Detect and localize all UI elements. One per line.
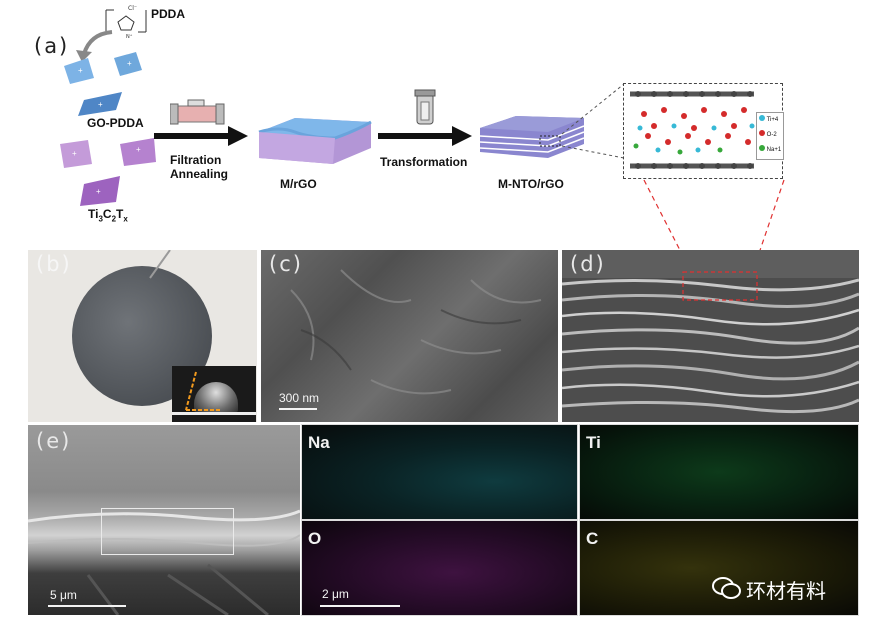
legend-na: Na+1 xyxy=(759,145,781,154)
m-rgo-label: M/rGO xyxy=(280,177,317,191)
wechat-icon xyxy=(712,577,741,599)
panel-c-label: (c) xyxy=(269,252,303,276)
eds-map-na: Na xyxy=(301,424,578,520)
svg-text:+: + xyxy=(96,187,101,196)
m-nto-rgo-film xyxy=(479,116,585,158)
eds-map-o: O 2 μm xyxy=(301,520,578,616)
panel-b: (b) xyxy=(28,250,257,422)
sem-texture-e xyxy=(28,509,300,615)
panel-d: (d) xyxy=(562,250,859,422)
eds-map-ti: Ti xyxy=(579,424,859,520)
map-ti-label: Ti xyxy=(586,433,601,452)
panel-b-label: (b) xyxy=(36,252,72,276)
scale-bar-e xyxy=(48,605,126,607)
step1-label: Filtration Annealing xyxy=(170,153,229,181)
svg-text:+: + xyxy=(72,149,77,158)
tweezer xyxy=(149,250,171,279)
structure-legend: Ti+4 O-2 Na+1 xyxy=(756,112,784,160)
pdda-molecule: Cl⁻ N⁺ xyxy=(105,5,147,40)
go-sheets: + + + xyxy=(64,52,142,116)
sem-texture-c xyxy=(290,269,542,395)
ti3c2tx-label: Ti3C2Tx xyxy=(88,207,128,224)
process-arrow-2 xyxy=(378,126,472,146)
sem-layers-d xyxy=(562,250,859,414)
m-nto-rgo-label: M-NTO/rGO xyxy=(498,177,564,191)
red-zoom-lines xyxy=(643,179,785,263)
scale-bar-c xyxy=(279,408,317,410)
map-o-label: O xyxy=(308,529,322,548)
svg-text:Cl⁻: Cl⁻ xyxy=(128,5,137,12)
m-rgo-film xyxy=(258,118,372,164)
panel-c: (c) 300 nm xyxy=(261,250,558,422)
scale-bar-maps xyxy=(320,605,400,607)
autoclave-icon xyxy=(414,89,436,125)
filtration-device-icon xyxy=(170,99,225,125)
scale-label-maps: 2 μm xyxy=(322,587,349,601)
mxene-sheets: + + + xyxy=(60,138,156,206)
contact-angle-inset xyxy=(172,366,256,422)
legend-o: O-2 xyxy=(759,130,781,139)
eds-region-box xyxy=(101,508,234,555)
step2-label: Transformation xyxy=(380,155,468,169)
map-na-label: Na xyxy=(308,433,330,452)
crystal-structure-box: Ti+4 O-2 Na+1 xyxy=(623,83,784,179)
pdda-label: PDDA xyxy=(151,7,186,21)
scale-label-e: 5 μm xyxy=(50,588,77,602)
panel-a-label: (a) xyxy=(34,34,70,58)
watermark-text: 环材有料 xyxy=(746,579,826,603)
panel-e: (e) 5 μm xyxy=(28,425,300,615)
scale-label-c: 300 nm xyxy=(279,391,320,405)
svg-text:N⁺: N⁺ xyxy=(126,34,133,40)
svg-text:+: + xyxy=(127,59,132,68)
go-pdda-label: GO-PDDA xyxy=(87,116,144,130)
curved-arrow-icon xyxy=(76,30,113,62)
crystal-structure xyxy=(630,91,755,169)
panel-d-label: (d) xyxy=(570,252,606,276)
eds-map-c: C xyxy=(579,520,859,616)
svg-text:+: + xyxy=(98,100,103,109)
map-c-label: C xyxy=(586,529,599,548)
zoom-lines xyxy=(561,83,625,159)
legend-ti: Ti+4 xyxy=(759,115,781,124)
svg-text:+: + xyxy=(136,145,141,154)
panel-e-label: (e) xyxy=(36,429,72,453)
process-arrow-1 xyxy=(154,126,248,146)
svg-text:+: + xyxy=(78,66,83,75)
